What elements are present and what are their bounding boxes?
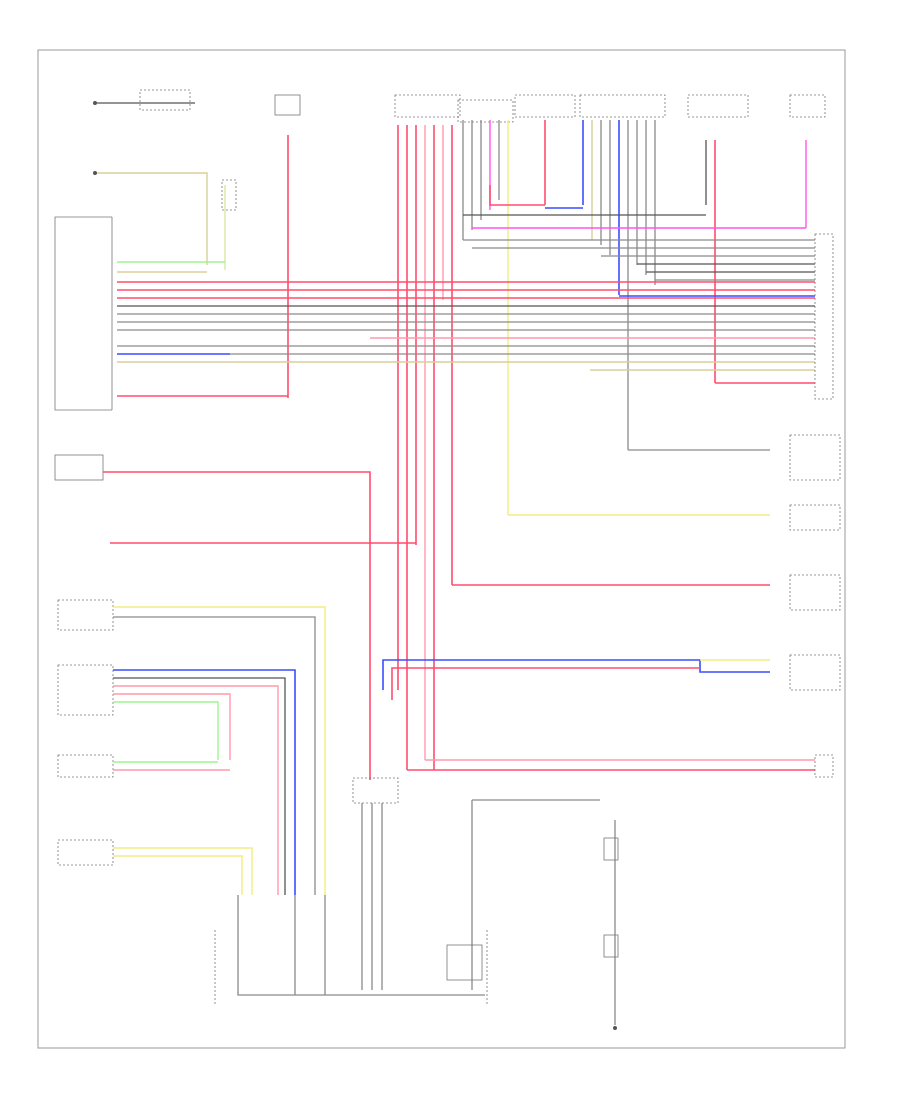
red-vertical-feeds xyxy=(287,125,453,770)
diagram-frame xyxy=(37,49,846,1049)
right-connector xyxy=(814,233,834,400)
main-horizontal-bus xyxy=(117,239,815,397)
ground-bus xyxy=(214,895,488,1005)
center-junction xyxy=(352,777,600,990)
top-harness-verticals xyxy=(462,120,807,515)
left-control-module xyxy=(54,216,113,411)
top-connectors xyxy=(274,94,826,123)
left-lower-components xyxy=(54,454,371,895)
top-left-switch xyxy=(93,171,237,270)
top-loops xyxy=(463,185,806,229)
top-left-sensor xyxy=(93,89,195,111)
bottom-right-ground xyxy=(603,820,619,1030)
right-branches xyxy=(110,434,841,611)
center-lower-harness xyxy=(382,654,841,778)
